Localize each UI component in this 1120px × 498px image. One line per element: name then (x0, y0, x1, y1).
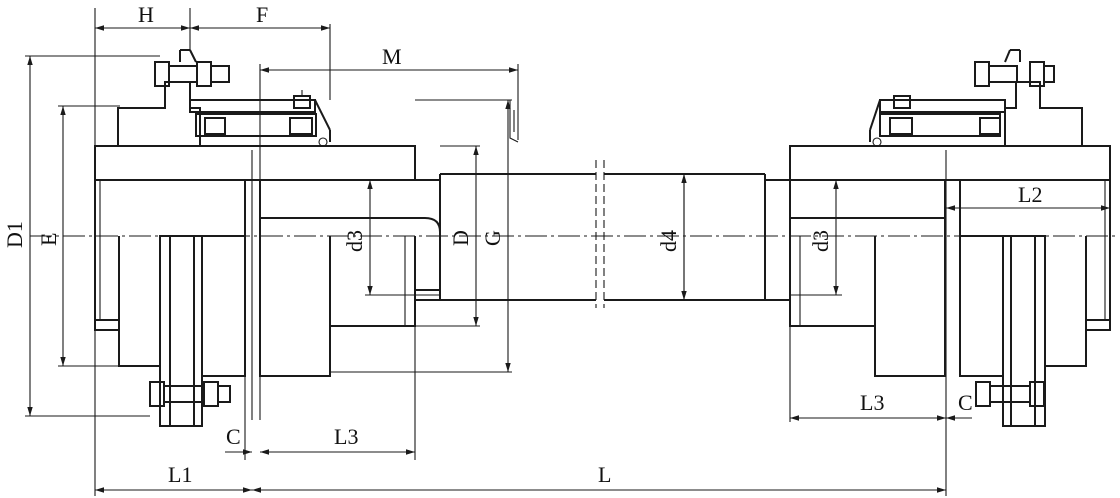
label-F: F (256, 2, 268, 27)
label-H: H (138, 2, 154, 27)
right-sleeve-cover (879, 99, 1006, 113)
right-sleeve-section (1004, 81, 1083, 147)
label-L3-right: L3 (860, 390, 884, 415)
left-sleeve-cover (189, 99, 316, 113)
label-L1: L1 (168, 462, 192, 487)
label-L2: L2 (1018, 182, 1042, 207)
label-E: E (36, 233, 61, 246)
left-coupling (94, 49, 441, 427)
left-lower-bolt (149, 381, 165, 407)
label-L3-left: L3 (334, 424, 358, 449)
label-C-right: C (958, 390, 973, 415)
label-G: G (480, 230, 505, 246)
right-lower-bolt (975, 381, 991, 407)
right-coupling (789, 49, 1111, 427)
right-upper-bolt (974, 61, 990, 87)
left-sleeve-section (117, 81, 201, 147)
left-shaft (415, 179, 441, 301)
label-L: L (598, 462, 611, 487)
label-D1: D1 (2, 221, 27, 248)
label-d4: d4 (656, 230, 681, 252)
left-sleeve-inner (195, 113, 317, 137)
label-d3-left: d3 (342, 230, 367, 252)
left-hub-section (94, 145, 416, 181)
right-hub-section (789, 145, 1111, 181)
label-M: M (382, 44, 402, 69)
dimension-labels: H F M D1 E d3 D G d4 d3 L2 L3 C C L3 L1 … (2, 2, 1042, 487)
dimensions (25, 8, 1111, 496)
label-d3-right: d3 (808, 230, 833, 252)
label-C-left: C (226, 424, 241, 449)
label-D: D (448, 230, 473, 246)
